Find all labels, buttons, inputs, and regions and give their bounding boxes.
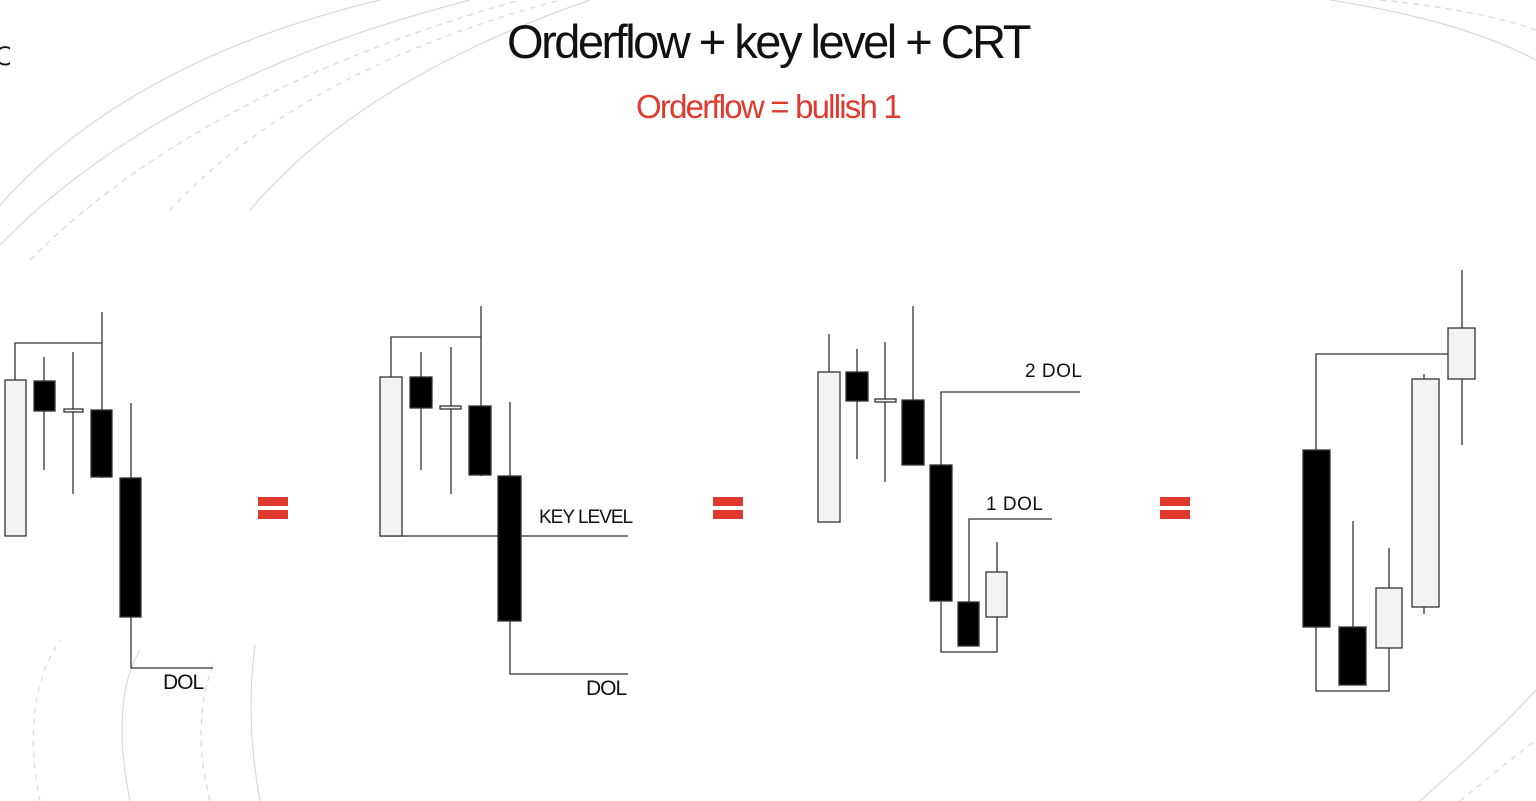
bull-candle bbox=[4, 379, 27, 537]
bull-candle bbox=[1411, 378, 1440, 608]
bear-candle bbox=[1302, 449, 1331, 628]
dol-line bbox=[130, 618, 213, 669]
logo-glyph: ○ bbox=[0, 30, 10, 80]
range-bracket bbox=[1315, 627, 1390, 692]
page-subtitle: Orderflow = bullish 1 bbox=[636, 88, 902, 125]
bg-arc bbox=[0, 0, 381, 206]
bull-candle bbox=[1375, 587, 1403, 649]
bg-arc bbox=[250, 644, 261, 801]
bg-arc bbox=[32, 639, 61, 801]
bear-candle bbox=[33, 380, 56, 412]
panel-result bbox=[1302, 270, 1476, 692]
bear-candle bbox=[957, 601, 980, 647]
dol-label: DOL bbox=[586, 677, 627, 700]
doji-candle bbox=[874, 398, 897, 403]
bg-arc bbox=[169, 0, 561, 211]
range-bracket bbox=[940, 602, 998, 653]
bull-candle bbox=[379, 376, 403, 537]
equals-icon bbox=[258, 497, 288, 521]
bear-candle bbox=[901, 399, 925, 466]
dol-1-line bbox=[968, 518, 1052, 602]
equals-icon bbox=[1160, 497, 1190, 521]
bear-candle bbox=[468, 405, 492, 476]
bg-arc bbox=[121, 649, 141, 801]
bg-arc bbox=[29, 0, 521, 261]
bg-arc bbox=[1459, 739, 1536, 801]
equals-icon bbox=[713, 497, 743, 521]
key-level-label: KEY LEVEL bbox=[539, 507, 633, 528]
panel-crt bbox=[817, 306, 1080, 653]
dol-2-line bbox=[940, 391, 1080, 465]
dol-1-label: 1 DOL bbox=[986, 494, 1044, 515]
panel-orderflow bbox=[4, 312, 213, 669]
bear-candle bbox=[409, 376, 433, 409]
bull-candle bbox=[985, 571, 1008, 618]
dol-line bbox=[509, 621, 628, 675]
bear-candle bbox=[1338, 626, 1367, 686]
bg-arc bbox=[1329, 0, 1536, 61]
bull-candle bbox=[817, 371, 841, 523]
bg-arc bbox=[0, 0, 471, 246]
bear-candle bbox=[497, 475, 522, 622]
bear-candle bbox=[119, 477, 142, 618]
bull-candle bbox=[1447, 327, 1476, 380]
doji-candle bbox=[63, 408, 84, 413]
page-title: Orderflow + key level + CRT bbox=[507, 15, 1031, 68]
bg-arc bbox=[249, 0, 591, 211]
panel-key-level bbox=[379, 306, 628, 675]
bracket-line bbox=[1315, 353, 1462, 450]
bg-arc bbox=[1379, 0, 1536, 31]
bear-candle bbox=[90, 409, 113, 478]
dol-2-label: 2 DOL bbox=[1025, 361, 1083, 382]
doji-candle bbox=[439, 405, 462, 410]
bracket-line bbox=[390, 336, 481, 377]
bear-candle bbox=[845, 371, 869, 402]
dol-label: DOL bbox=[163, 671, 204, 694]
bg-arc bbox=[1419, 689, 1536, 801]
bear-candle bbox=[929, 464, 953, 602]
bg-arc bbox=[200, 659, 216, 801]
bracket-line bbox=[14, 342, 102, 380]
